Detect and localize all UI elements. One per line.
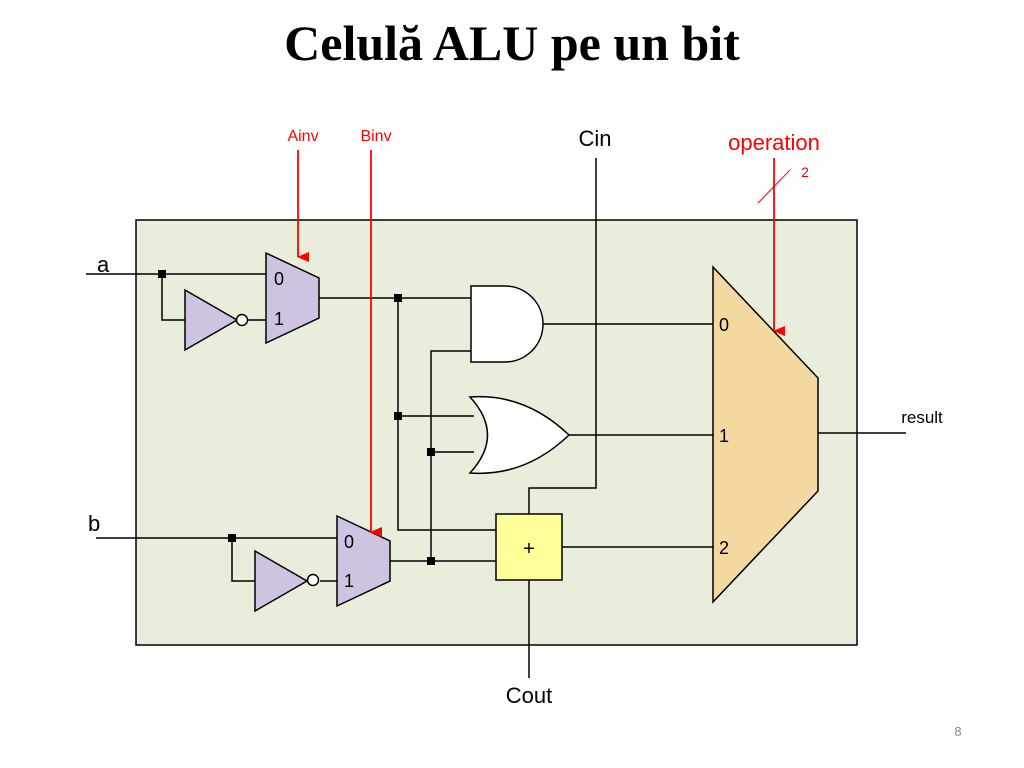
- result-label: result: [901, 408, 943, 427]
- output-mux-input-2-label: 2: [719, 538, 729, 558]
- output-mux: 0 1 2: [712, 265, 819, 604]
- operation-label: operation: [728, 130, 820, 155]
- mux-b-input-0-label: 0: [344, 532, 354, 552]
- adder-symbol: +: [523, 538, 535, 560]
- page-number: 8: [954, 724, 962, 739]
- cin-label: Cin: [578, 126, 611, 151]
- mux-b: 0 1: [336, 514, 391, 608]
- inverter-b: [254, 549, 320, 613]
- wire-junctions: [158, 270, 435, 565]
- binv-label: Binv: [360, 128, 391, 145]
- output-mux-input-1-label: 1: [719, 426, 729, 446]
- operation-width-label: 2: [801, 164, 809, 180]
- mux-a-input-0-label: 0: [274, 269, 284, 289]
- control-arrows: [297, 150, 791, 537]
- output-mux-input-0-label: 0: [719, 315, 729, 335]
- ainv-label: Ainv: [287, 128, 318, 145]
- and-gate: [470, 285, 544, 363]
- inverter-a: [184, 288, 249, 352]
- mux-b-input-1-label: 1: [344, 571, 354, 591]
- mux-a: 0 1: [265, 251, 320, 345]
- cout-label: Cout: [506, 683, 552, 708]
- input-a-label: a: [97, 252, 110, 277]
- input-b-label: b: [88, 511, 100, 536]
- page-title: Celulă ALU pe un bit: [284, 15, 740, 71]
- mux-a-input-1-label: 1: [274, 309, 284, 329]
- or-gate: [468, 395, 571, 475]
- operation-bus-slash: [757, 169, 791, 204]
- adder: +: [495, 513, 563, 581]
